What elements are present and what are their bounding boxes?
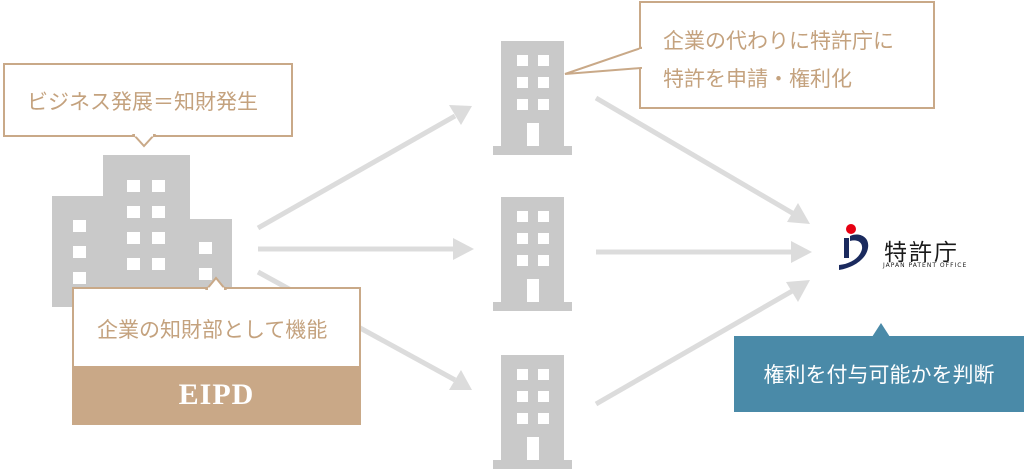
arrow-firm-bottom-to-jpo: [594, 287, 796, 407]
callout-filing-text-line2: 特許を申請・権利化: [663, 67, 852, 91]
firm-building-middle: [493, 197, 572, 311]
company-buildings: [52, 155, 232, 307]
arrowhead-firm-middle: [453, 238, 474, 260]
callout-development: [3, 63, 293, 148]
jpo-subtitle: JAPAN PATENT OFFICE: [883, 262, 968, 269]
callout-filing: [564, 1, 935, 109]
arrow-firm-top-to-jpo: [594, 95, 796, 217]
arrow-company-to-firm-top: [256, 113, 457, 231]
firm-building-top: [493, 41, 572, 155]
arrowhead-firm-bottom: [449, 370, 472, 390]
jpo-name: 特許庁: [884, 240, 959, 266]
callout-development-text: ビジネス発展＝知財発生: [27, 90, 258, 114]
arrowhead-jpo-middle: [791, 241, 812, 263]
eipd-label: EIPD: [178, 378, 255, 411]
callout-filing-text-line1: 企業の代わりに特許庁に: [663, 29, 894, 53]
firm-building-bottom: [493, 355, 572, 469]
jpo-logo-icon: [839, 224, 869, 270]
arrowhead-jpo-top: [787, 203, 810, 224]
arrowhead-jpo-bottom: [786, 280, 810, 302]
callout-ip-department-text: 企業の知財部として機能: [97, 318, 328, 342]
arrowhead-firm-top: [449, 105, 472, 125]
callout-ip-department: [72, 276, 361, 425]
judgment-text: 権利を付与可能かを判断: [763, 363, 995, 387]
judgment-box: [734, 323, 1024, 412]
